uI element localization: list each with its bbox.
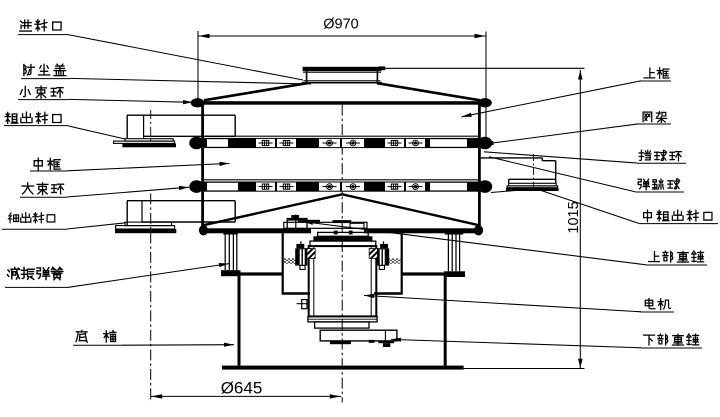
svg-text:1015: 1015 xyxy=(566,201,582,233)
svg-text:Ø645: Ø645 xyxy=(221,379,263,398)
svg-text:Ø970: Ø970 xyxy=(323,17,358,33)
